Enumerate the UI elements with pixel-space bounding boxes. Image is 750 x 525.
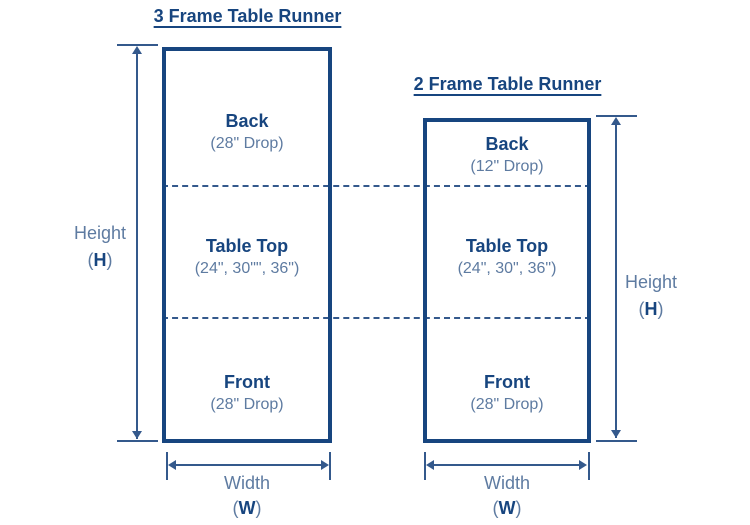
width-symbol: (W) xyxy=(423,497,591,519)
fold-line-top xyxy=(162,185,591,187)
fold-line-bottom xyxy=(162,317,591,319)
height-letter: H xyxy=(93,250,107,270)
dimension-line xyxy=(615,120,617,438)
dimension-cap xyxy=(596,115,637,117)
paren: ) xyxy=(255,498,262,518)
width-symbol: (W) xyxy=(162,497,332,519)
section-label: Back xyxy=(225,111,269,131)
section-detail: (12" Drop) xyxy=(470,158,544,175)
paren: ( xyxy=(638,299,645,319)
width-label: Width xyxy=(483,473,530,493)
paren: ) xyxy=(657,299,664,319)
right-front-section: Front (28" Drop) xyxy=(423,371,591,416)
width-letter: W xyxy=(498,498,516,518)
arrow-left-icon xyxy=(168,460,176,470)
width-letter: W xyxy=(238,498,256,518)
dimension-line xyxy=(429,464,582,466)
height-label: Height xyxy=(624,272,678,292)
section-detail: (28" Drop) xyxy=(470,396,544,413)
width-label: Width xyxy=(223,473,270,493)
section-label: Table Top xyxy=(465,236,549,256)
arrow-up-icon xyxy=(132,46,142,54)
dimension-cap xyxy=(329,452,331,480)
arrow-up-icon xyxy=(611,117,621,125)
dimension-cap xyxy=(424,452,426,480)
section-label: Front xyxy=(224,372,270,392)
dimension-line xyxy=(136,49,138,439)
dimension-cap xyxy=(117,440,158,442)
right-runner-outline xyxy=(423,118,591,443)
height-label: Height xyxy=(73,223,127,243)
arrow-right-icon xyxy=(579,460,587,470)
right-tabletop-section: Table Top (24", 30", 36") xyxy=(423,235,591,280)
right-diagram-title: 2 Frame Table Runner xyxy=(413,74,602,94)
section-detail: (24", 30", 36") xyxy=(457,260,557,277)
arrow-down-icon xyxy=(132,431,142,439)
left-runner-outline xyxy=(162,47,332,443)
dimension-line xyxy=(171,464,324,466)
arrow-down-icon xyxy=(611,430,621,438)
section-label: Back xyxy=(485,134,529,154)
left-back-section: Back (28" Drop) xyxy=(162,110,332,155)
arrow-left-icon xyxy=(426,460,434,470)
dimension-cap xyxy=(117,44,158,46)
section-detail: (28" Drop) xyxy=(210,396,284,413)
arrow-right-icon xyxy=(321,460,329,470)
left-front-section: Front (28" Drop) xyxy=(162,371,332,416)
right-back-section: Back (12" Drop) xyxy=(423,133,591,178)
section-detail: (28" Drop) xyxy=(210,135,284,152)
paren: ) xyxy=(515,498,522,518)
paren: ) xyxy=(106,250,113,270)
height-letter: H xyxy=(644,299,658,319)
dimension-cap xyxy=(166,452,168,480)
paren: ( xyxy=(492,498,499,518)
dimension-cap xyxy=(596,440,637,442)
left-tabletop-section: Table Top (24", 30"", 36") xyxy=(162,235,332,280)
section-detail: (24", 30"", 36") xyxy=(194,260,300,277)
section-label: Front xyxy=(484,372,530,392)
section-label: Table Top xyxy=(205,236,289,256)
paren: ( xyxy=(232,498,239,518)
height-symbol: (H) xyxy=(58,249,142,271)
left-diagram-title: 3 Frame Table Runner xyxy=(153,6,342,26)
height-symbol: (H) xyxy=(609,298,693,320)
dimension-cap xyxy=(588,452,590,480)
paren: ( xyxy=(87,250,94,270)
